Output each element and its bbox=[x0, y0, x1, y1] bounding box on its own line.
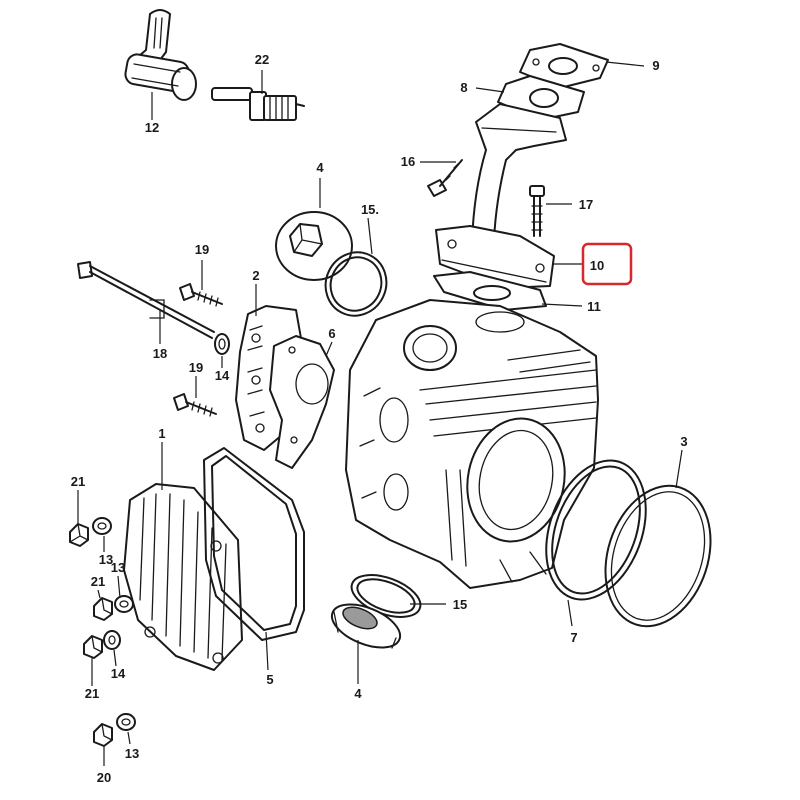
part-4-tappet-cap-top bbox=[275, 211, 353, 281]
part-7-o-ring bbox=[545, 459, 647, 601]
part-1-head-cover bbox=[123, 483, 243, 671]
callout-20: 20 bbox=[97, 770, 111, 785]
callout-10: 10 bbox=[590, 258, 604, 273]
callout-3: 3 bbox=[680, 434, 687, 449]
callout-19-top: 19 bbox=[195, 242, 209, 257]
callout-16: 16 bbox=[401, 154, 415, 169]
part-4-tappet-cap-bottom bbox=[330, 603, 402, 649]
callout-12: 12 bbox=[145, 120, 159, 135]
callout-22: 22 bbox=[255, 52, 269, 67]
callout-1: 1 bbox=[158, 426, 165, 441]
part-21-nut-b bbox=[93, 597, 113, 621]
part-13-washer-b bbox=[114, 595, 134, 613]
part-3-side-cover bbox=[604, 484, 712, 628]
part-16-bolt bbox=[427, 159, 463, 197]
part-12-spark-plug-cap bbox=[124, 9, 197, 101]
callout-7: 7 bbox=[570, 630, 577, 645]
callout-9: 9 bbox=[652, 58, 659, 73]
part-14-washer-top bbox=[214, 333, 230, 355]
part-15-o-ring-top bbox=[324, 251, 388, 317]
highlight-box-callout-10 bbox=[581, 242, 633, 286]
part-14-washer-b bbox=[103, 630, 121, 650]
part-19-bolt-top bbox=[179, 283, 223, 307]
callout-13-a: 13 bbox=[99, 552, 113, 567]
callout-19-mid: 19 bbox=[189, 360, 203, 375]
part-22-spark-plug bbox=[211, 87, 305, 121]
part-13-washer-a bbox=[92, 517, 112, 535]
callout-14-b: 14 bbox=[111, 666, 126, 681]
part-20-nut bbox=[93, 723, 113, 747]
callout-2: 2 bbox=[252, 268, 259, 283]
callout-6: 6 bbox=[328, 326, 335, 341]
callout-21-b: 21 bbox=[91, 574, 105, 589]
callout-21-a: 21 bbox=[71, 474, 85, 489]
part-19-bolt-mid bbox=[173, 393, 217, 417]
part-9-flange-plate bbox=[519, 43, 609, 89]
callout-18: 18 bbox=[153, 346, 167, 361]
part-5-cover-gasket bbox=[203, 447, 305, 641]
part-21-nut-c bbox=[83, 635, 103, 659]
callout-13-c: 13 bbox=[125, 746, 139, 761]
callout-14-top: 14 bbox=[215, 368, 230, 383]
callout-4-top: 4 bbox=[316, 160, 324, 175]
callout-5: 5 bbox=[266, 672, 273, 687]
callout-8: 8 bbox=[460, 80, 467, 95]
part-6-gasket bbox=[269, 335, 335, 469]
part-13-washer-c bbox=[116, 713, 136, 731]
part-18-long-stud bbox=[77, 261, 215, 339]
part-17-stud-bolt bbox=[529, 185, 545, 237]
callout-13-b: 13 bbox=[111, 560, 125, 575]
callout-labels: 12 22 9 8 16 17 10 11 4 15. 19 2 18 14 6… bbox=[71, 52, 688, 785]
cylinder-head-body bbox=[345, 299, 599, 589]
callout-15-top: 15. bbox=[361, 202, 379, 217]
callout-4-bottom: 4 bbox=[354, 686, 362, 701]
part-21-nut-a bbox=[69, 523, 89, 547]
callout-21-c: 21 bbox=[85, 686, 99, 701]
callout-15-bottom: 15 bbox=[453, 597, 467, 612]
callout-11: 11 bbox=[587, 299, 601, 314]
part-10-exhaust-pipe bbox=[435, 103, 567, 289]
part-11-exhaust-gasket bbox=[433, 271, 547, 311]
callout-17: 17 bbox=[579, 197, 593, 212]
leader-lines bbox=[77, 61, 683, 766]
